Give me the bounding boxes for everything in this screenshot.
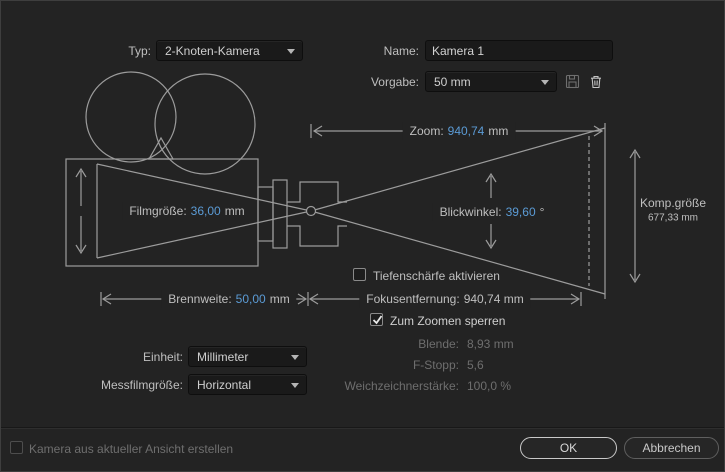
chevron-down-icon — [291, 383, 299, 388]
focal-length-value[interactable]: 50,00 — [235, 292, 266, 306]
type-label: Typ: — [128, 44, 151, 58]
zoom-label: Zoom: — [409, 124, 444, 138]
focal-length-unit: mm — [269, 292, 290, 306]
preset-dropdown-value: 50 mm — [434, 74, 471, 89]
comp-size-value: 677,33 mm — [647, 212, 699, 224]
lock-to-zoom-checkbox[interactable] — [370, 313, 383, 326]
zoom-unit: mm — [488, 124, 509, 138]
lock-to-zoom-label: Zum Zoomen sperren — [390, 314, 506, 328]
film-size-value[interactable]: 36,00 — [190, 204, 221, 218]
checkmark-icon — [372, 315, 383, 325]
chevron-down-icon — [541, 80, 549, 85]
chevron-down-icon — [287, 49, 295, 54]
film-size-measure-dropdown[interactable]: Horizontal — [188, 374, 307, 395]
depth-of-field-label: Tiefenschärfe aktivieren — [373, 269, 500, 283]
focal-length-label: Brennweite: — [168, 292, 232, 306]
cancel-button[interactable]: Abbrechen — [624, 437, 719, 459]
trash-icon — [590, 75, 601, 89]
save-preset-icon — [565, 74, 580, 89]
angle-of-view-label: Blickwinkel: — [439, 205, 502, 219]
save-preset-button[interactable] — [563, 72, 582, 91]
footer-divider — [1, 427, 724, 429]
f-stop-value: 5,6 — [467, 358, 484, 372]
create-from-view-label: Kamera aus aktueller Ansicht erstellen — [29, 442, 234, 456]
film-size-label: Filmgröße: — [129, 204, 187, 218]
name-input[interactable] — [425, 40, 613, 61]
type-dropdown[interactable]: 2-Knoten-Kamera — [156, 40, 303, 61]
angle-of-view-readout: Blickwinkel:39,60° — [432, 203, 552, 221]
aperture-row: Blende: 8,93 mm — [321, 337, 611, 351]
aperture-value: 8,93 mm — [467, 337, 514, 351]
film-size-measure-label: Messfilmgröße: — [100, 378, 183, 392]
zoom-value[interactable]: 940,74 — [447, 124, 485, 138]
name-label: Name: — [383, 44, 419, 58]
preset-label: Vorgabe: — [370, 75, 419, 89]
blur-level-label: Weichzeichnerstärke: — [344, 379, 460, 393]
comp-size-label: Komp.größe — [639, 196, 707, 210]
unit-dropdown[interactable]: Millimeter — [188, 346, 307, 367]
depth-of-field-checkbox[interactable] — [353, 268, 366, 281]
angle-of-view-unit: ° — [539, 205, 545, 219]
angle-of-view-value[interactable]: 39,60 — [505, 205, 536, 219]
film-size-unit: mm — [224, 204, 245, 218]
focus-distance-value: 940,74 mm — [463, 292, 524, 306]
blur-level-value: 100,0 % — [467, 379, 512, 393]
chevron-down-icon — [291, 355, 299, 360]
focus-distance-readout: Fokusentfernung:940,74 mm — [359, 290, 531, 308]
unit-label: Einheit: — [142, 350, 183, 364]
f-stop-label: F-Stopp: — [412, 358, 459, 372]
film-size-measure-dropdown-value: Horizontal — [197, 377, 252, 392]
preset-dropdown[interactable]: 50 mm — [425, 71, 557, 92]
type-dropdown-value: 2-Knoten-Kamera — [165, 43, 260, 58]
f-stop-row: F-Stopp: 5,6 — [321, 358, 611, 372]
focus-distance-label: Fokusentfernung: — [366, 292, 460, 306]
aperture-label: Blende: — [418, 337, 459, 351]
delete-preset-button[interactable] — [586, 72, 605, 91]
unit-dropdown-value: Millimeter — [197, 349, 249, 364]
ok-button[interactable]: OK — [520, 437, 617, 459]
blur-level-row: Weichzeichnerstärke: 100,0 % — [321, 379, 611, 393]
create-from-view-checkbox — [10, 441, 23, 454]
